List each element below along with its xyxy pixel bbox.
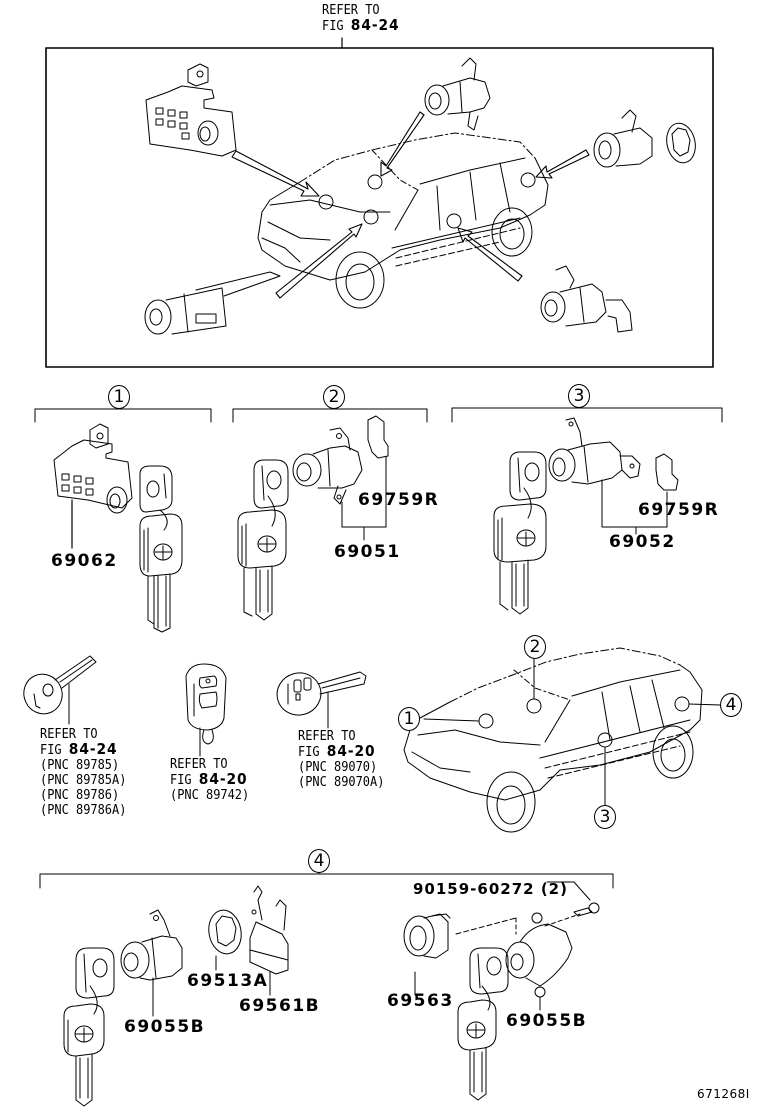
key-ref-1-pnc: (PNC 89786A) [40,803,127,818]
part-number-69062[interactable]: 69062 [51,551,118,571]
top-ref-fig-number: 84-24 [350,16,400,34]
door-lock-cylinder-front-art [238,416,388,620]
figure-id: 671268I [697,1087,750,1101]
key-ref-1-fig-number: 84-24 [68,740,118,758]
overview-arrows [232,112,589,298]
key-ref-transponder[interactable]: REFER TO FIG 84-20 (PNC 89070) (PNC 8907… [298,729,384,790]
part-number-69561B[interactable]: 69561B [239,996,321,1016]
bracket-group-2 [233,409,427,422]
part-number-69513A[interactable]: 69513A [187,971,269,991]
leader-group-2 [342,457,386,540]
overview-vehicle [258,133,548,308]
transponder-key-art [272,668,366,728]
top-fig-reference[interactable]: REFER TO FIG 84-24 [322,3,400,34]
group-callout-2: 2 [323,385,345,409]
key-ref-2-line2: FIG 84-20 [170,770,249,789]
key-ref-mechanical[interactable]: REFER TO FIG 84-24 (PNC 89785) (PNC 8978… [40,727,126,818]
group-callout-3: 3 [568,384,590,408]
lock-retainer-art [250,886,288,974]
key-ref-2-fig-prefix: FIG [170,773,192,788]
bracket-group-3 [452,408,722,422]
key-ref-2-fig-number: 84-20 [198,770,248,788]
top-ref-fig-prefix: FIG [322,19,344,34]
location-marker-2 [527,699,541,713]
overview-front-door-cylinder [425,58,490,130]
arrow-to-door-lock-front [381,112,424,176]
group-callout-4: 4 [308,849,330,873]
key-ref-3-pnc: (PNC 89070) [298,760,378,775]
location-leaders [424,658,720,806]
part-number-69052[interactable]: 69052 [609,532,676,552]
part-number-69055B-left[interactable]: 69055B [124,1017,206,1037]
back-door-lock-right-art [404,882,599,1100]
leader-group-3 [602,480,667,534]
arrow-to-ignition-cylinder [276,224,362,298]
key-ref-3-pnc: (PNC 89070A) [298,775,385,790]
location-marker-4 [675,697,689,711]
location-vehicle [404,648,702,832]
ignition-lock-set-art [54,424,182,632]
door-lock-cylinder-rear-art [494,418,678,614]
key-ref-1-pnc: (PNC 89785) [40,758,120,773]
back-door-lock-left-art [64,910,182,1106]
top-ref-line2: FIG 84-24 [322,16,400,35]
part-number-69759R-rear[interactable]: 69759R [638,500,720,520]
bracket-group-1 [35,409,211,422]
top-ref-line1: REFER TO [322,3,380,18]
key-ref-2-line1: REFER TO [170,757,228,772]
arrow-to-rear-door-lock [458,228,522,281]
part-number-69051[interactable]: 69051 [334,542,401,562]
overview-back-door-cylinder [594,110,699,167]
overview-ignition-cylinder [145,272,280,334]
bracket-group-4 [40,874,613,888]
key-ref-3-line2: FIG 84-20 [298,742,384,761]
key-ref-1-line1: REFER TO [40,727,98,742]
overview-rear-door-cylinder [541,266,632,332]
part-number-90159-60272[interactable]: 90159-60272 (2) [413,880,568,898]
location-marker-1 [479,714,493,728]
key-ref-3-fig-number: 84-20 [326,742,376,760]
overview-ignition-switch-set [146,64,236,156]
part-number-69563[interactable]: 69563 [387,991,454,1011]
key-ref-1-pnc: (PNC 89785A) [40,773,127,788]
part-number-69055B-right[interactable]: 69055B [506,1011,588,1031]
key-ref-remote[interactable]: REFER TO FIG 84-20 (PNC 89742) [170,757,249,803]
key-ref-3-line1: REFER TO [298,729,356,744]
location-callout-3: 3 [594,805,616,829]
key-ref-1-fig-prefix: FIG [40,743,62,758]
group-brackets [35,398,722,888]
location-callout-2: 2 [524,635,546,659]
lock-ring-art [205,908,244,957]
part-number-69759R-front[interactable]: 69759R [358,490,440,510]
key-ref-1-pnc: (PNC 89786) [40,788,120,803]
mechanical-key-art [17,656,96,724]
key-ref-1-line2: FIG 84-24 [40,740,126,759]
overview-frame [46,48,713,367]
key-ref-2-pnc: (PNC 89742) [170,788,250,803]
location-callout-1: 1 [398,707,420,731]
arrow-to-back-door-lock [536,150,589,178]
group-callout-1: 1 [108,385,130,409]
arrow-to-ignition-lock [232,151,319,196]
remote-transmitter-art [186,664,226,756]
key-ref-3-fig-prefix: FIG [298,745,320,760]
location-callout-4: 4 [720,693,742,717]
